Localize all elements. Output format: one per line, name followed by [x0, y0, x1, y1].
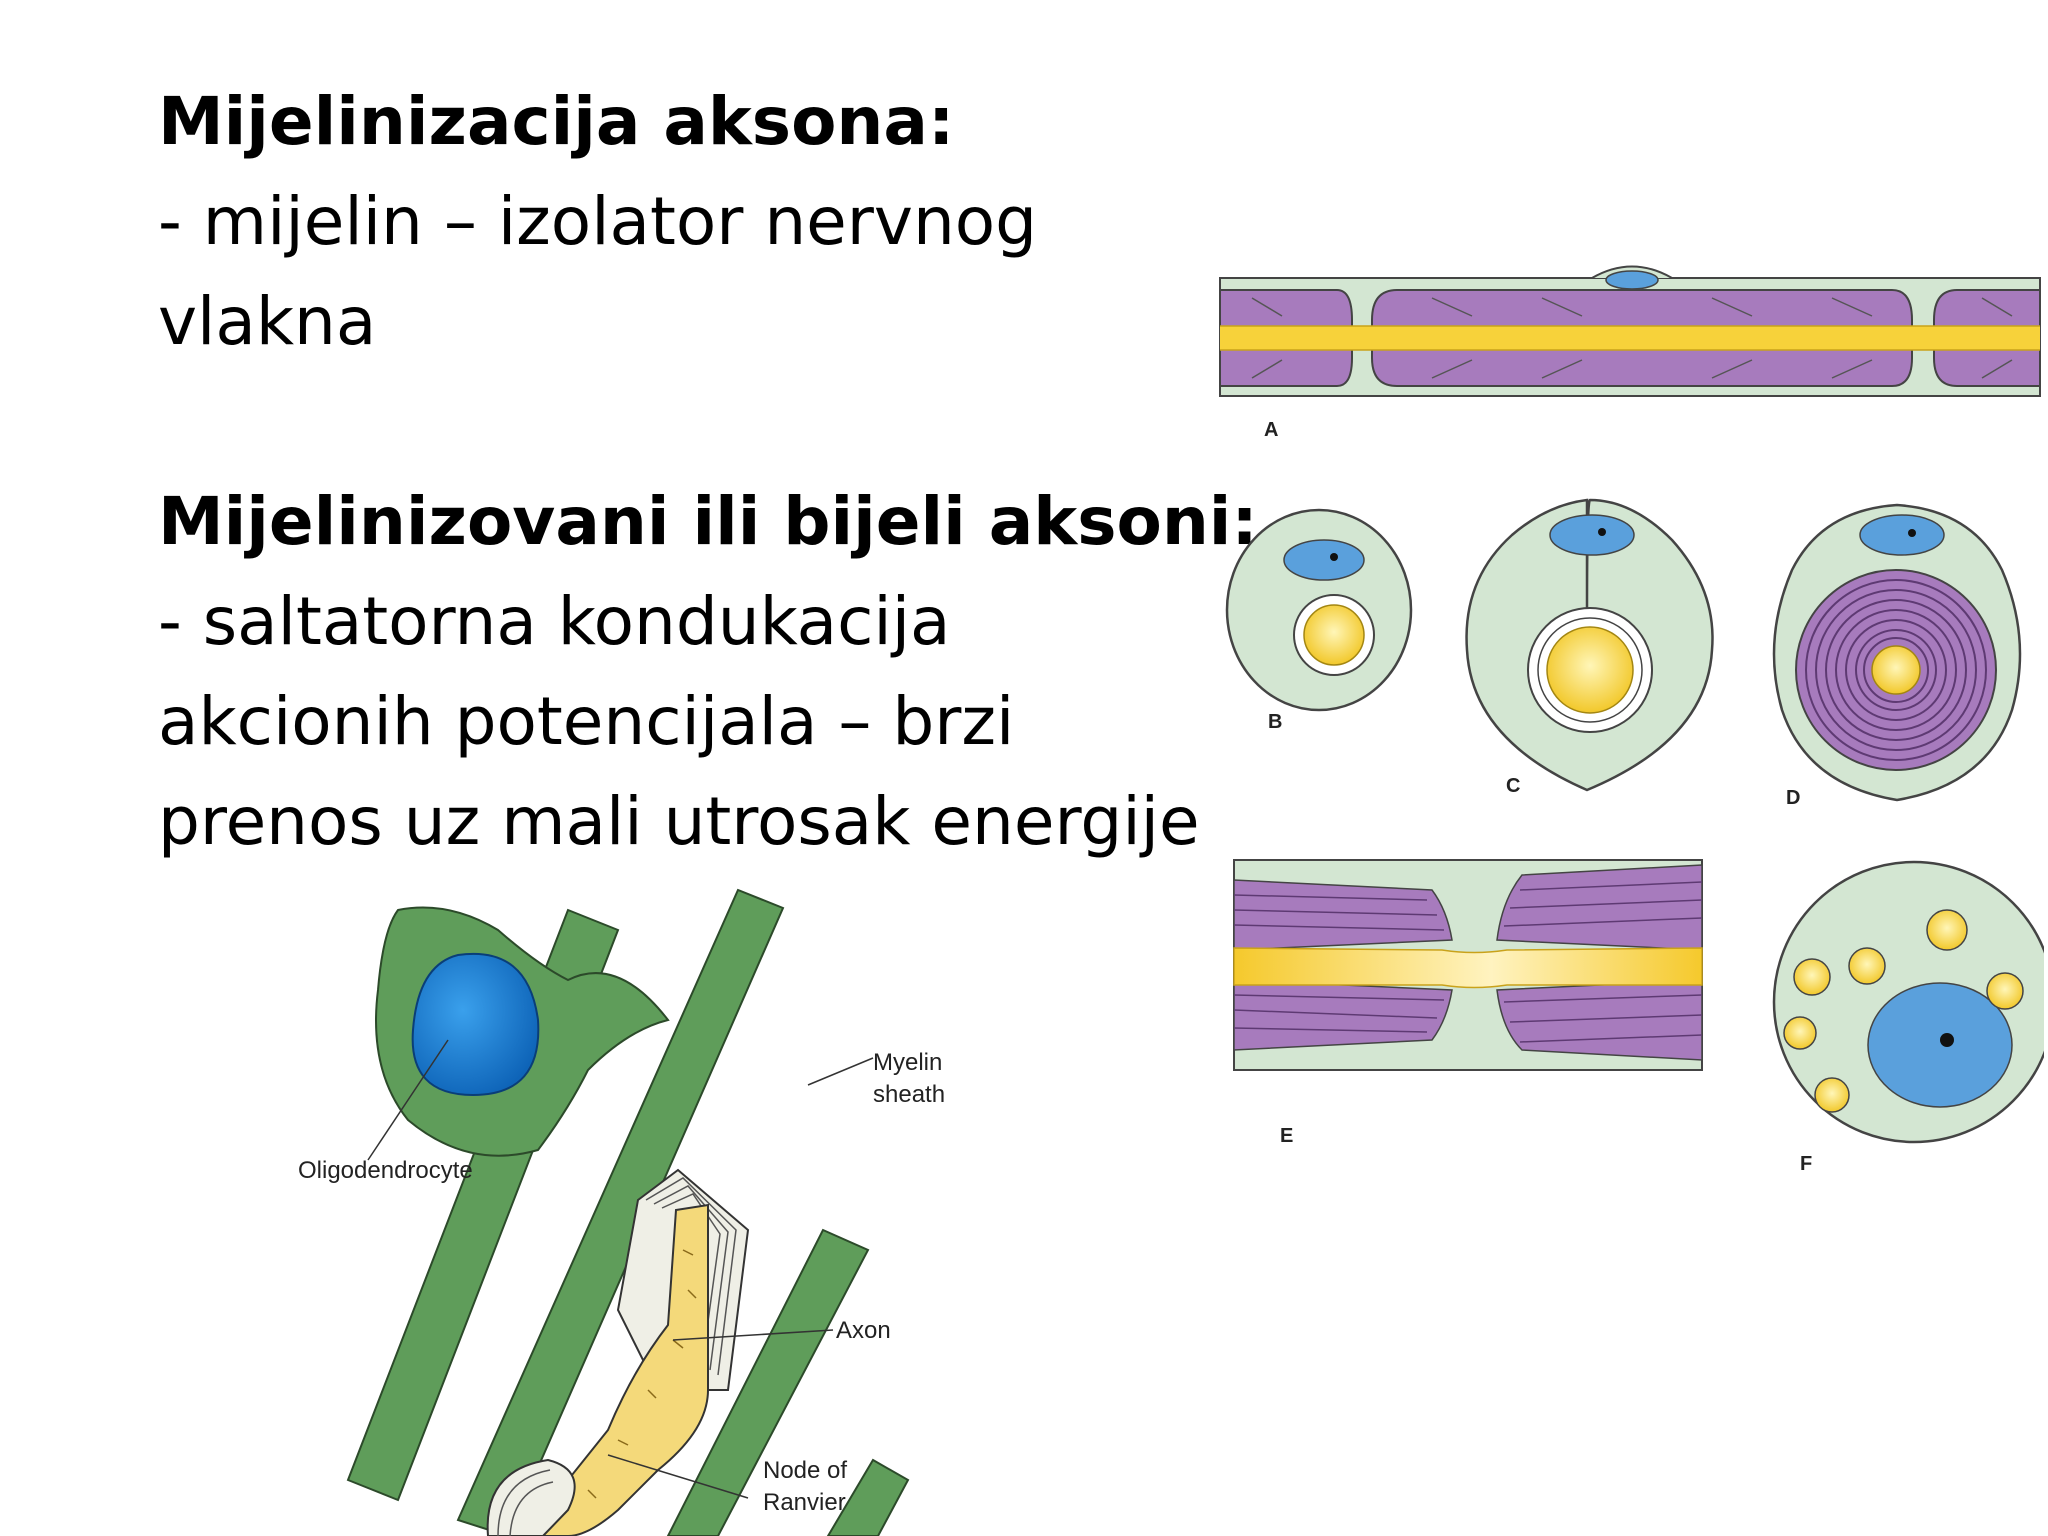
- panel-label-b: B: [1268, 711, 1282, 733]
- panel-label-a: A: [1264, 419, 1278, 441]
- oligodendrocyte-figure: Oligodendrocyte Myelin sheath Axon Node …: [298, 888, 945, 1536]
- bullet-saltatory-cont2: prenos uz mali utrosak energije: [158, 783, 1200, 860]
- label-node-of-ranvier-1: Node of: [763, 1457, 847, 1484]
- bullet-saltatory-cont1: akcionih potencijala – brzi: [158, 683, 1015, 760]
- panel-label-e: E: [1280, 1125, 1293, 1147]
- panel-a-longitudinal-fiber: A: [1219, 265, 2041, 441]
- label-oligodendrocyte: Oligodendrocyte: [298, 1157, 473, 1184]
- spacer: [158, 372, 1218, 472]
- panel-d-cross-section: D: [1772, 503, 2022, 809]
- panel-label-c: C: [1506, 775, 1520, 797]
- heading-myelinated-axons: Mijelinizovani ili bijeli aksoni:: [158, 483, 1258, 560]
- label-node-of-ranvier-2: Ranvier: [763, 1489, 846, 1516]
- panel-label-f: F: [1800, 1153, 1812, 1175]
- panel-c-cross-section: C: [1465, 498, 1714, 797]
- panel-b-cross-section: B: [1225, 508, 1413, 733]
- bullet-myelin-insulator-cont: vlakna: [158, 283, 377, 360]
- label-myelin-sheath-1: Myelin: [873, 1049, 942, 1076]
- slide-text: Mijelinizacija aksona: - mijelin – izola…: [158, 72, 1258, 872]
- bullet-saltatory: - saltatorna kondukacija: [158, 583, 951, 660]
- panel-f-oligodendrocyte-cross-section: F: [1772, 860, 2044, 1175]
- label-axon: Axon: [836, 1317, 891, 1344]
- bullet-myelin-insulator: - mijelin – izolator nervnog: [158, 183, 1038, 260]
- myelination-panels-figure: A B C D: [1219, 265, 2044, 1175]
- heading-myelination: Mijelinizacija aksona:: [158, 83, 955, 160]
- panel-e-node-of-ranvier: E: [1233, 859, 1703, 1147]
- panel-label-d: D: [1786, 787, 1800, 809]
- label-myelin-sheath-2: sheath: [873, 1081, 945, 1108]
